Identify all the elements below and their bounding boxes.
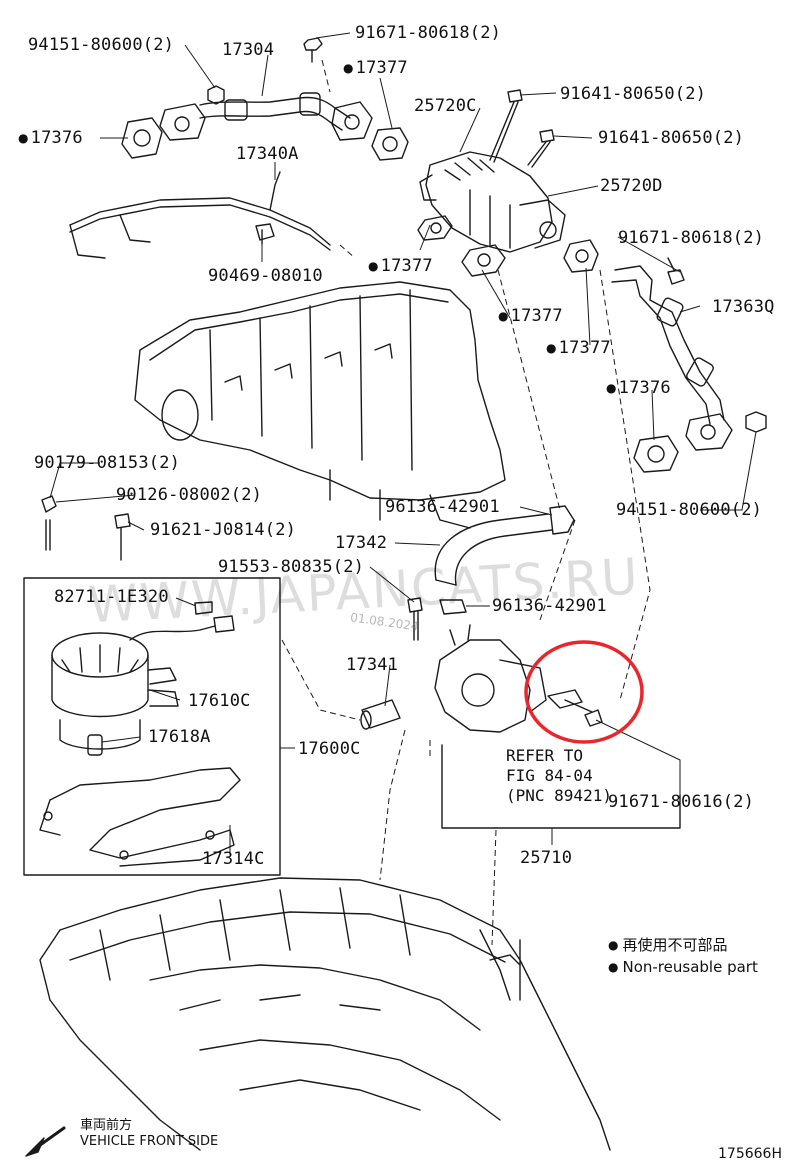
gasket-17377-mid-left [417, 215, 453, 241]
bolt-91671-upper [303, 37, 323, 63]
part-label-17341[interactable]: 17341 [346, 655, 399, 675]
refer-note-line-3: (PNC 89421) [506, 786, 612, 805]
air-pump-assembly-box-17600C [23, 577, 281, 876]
legend-text-ja: 再使用不可部品 [622, 936, 728, 954]
bolt-91621 [114, 513, 131, 561]
gasket-17377-upper [371, 127, 409, 161]
part-label-91671-80618-right[interactable]: 91671-80618(2) [618, 228, 765, 248]
intake-manifold [134, 281, 506, 529]
bolt-91641-upper [489, 89, 523, 163]
hose-17341 [360, 699, 401, 730]
stud-90126 [41, 495, 57, 551]
hose-17342 [434, 513, 553, 586]
part-label-17376-right[interactable]: 17376 [606, 378, 671, 399]
hose-bracket-17340A [69, 171, 331, 259]
bolt-91641-lower [527, 129, 555, 168]
air-switching-valve-25720 [419, 151, 566, 253]
part-label-17600C[interactable]: 17600C [298, 739, 361, 759]
part-label-17376-left[interactable]: 17376 [18, 128, 83, 149]
part-label-90469-08010[interactable]: 90469-08010 [208, 266, 323, 286]
front-arrow [25, 1126, 66, 1157]
refer-note-line-2[interactable]: FIG 84-04 [506, 766, 593, 785]
legend-non-reusable-ja: ●再使用不可部品 [608, 936, 728, 955]
part-label-91671-80618-top[interactable]: 91671-80618(2) [355, 23, 502, 43]
air-injection-pipe-17304 [159, 92, 373, 141]
front-side-label-en: VEHICLE FRONT SIDE [80, 1134, 219, 1149]
bolt-91553 [407, 597, 423, 641]
bolt-91671-right [667, 257, 685, 285]
engine-block [39, 877, 611, 1151]
refer-note-line-1[interactable]: REFER TO [506, 746, 584, 765]
legend-non-reusable-en: ●Non-reusable part [608, 958, 758, 977]
part-label-17377-mid-left[interactable]: 17377 [368, 256, 433, 277]
part-label-17377-mid[interactable]: 17377 [498, 306, 563, 327]
part-label-17610C[interactable]: 17610C [188, 691, 251, 711]
gasket-17376-right [633, 435, 679, 473]
part-label-94151-80600-top[interactable]: 94151-80600(2) [28, 35, 175, 55]
part-label-17304[interactable]: 17304 [222, 40, 275, 60]
part-label-17342[interactable]: 17342 [335, 533, 388, 553]
gasket-17377-right [563, 239, 599, 273]
non-reusable-dot-icon: ● [608, 938, 619, 952]
clip-90469 [255, 223, 275, 245]
gasket-17377-mid-right [461, 244, 506, 277]
part-label-90179-08153[interactable]: 90179-08153(2) [34, 453, 181, 473]
part-label-25720D[interactable]: 25720D [600, 176, 663, 196]
illustration-id: 175666H [718, 1146, 782, 1162]
air-injection-pipe-17363Q [611, 265, 733, 451]
part-label-17377-top[interactable]: 17377 [343, 58, 408, 79]
part-label-17618A[interactable]: 17618A [148, 727, 211, 747]
part-label-94151-80600-right[interactable]: 94151-80600(2) [616, 500, 763, 520]
hose-clamp-96136-lower [439, 599, 467, 615]
front-side-label-ja: 車両前方 [80, 1118, 133, 1133]
part-label-17340A[interactable]: 17340A [236, 144, 299, 164]
part-label-91553-80835[interactable]: 91553-80835(2) [218, 557, 365, 577]
part-label-17363Q[interactable]: 17363Q [712, 297, 775, 317]
part-label-90126-08002[interactable]: 90126-08002(2) [116, 485, 263, 505]
part-label-96136-42901-upper[interactable]: 96136-42901 [385, 497, 500, 517]
non-reusable-dot-icon: ● [608, 960, 619, 974]
part-label-91641-80650-upper[interactable]: 91641-80650(2) [560, 84, 707, 104]
part-label-25720C[interactable]: 25720C [414, 96, 477, 116]
part-label-17314C[interactable]: 17314C [202, 849, 265, 869]
highlight-circle [524, 640, 644, 744]
part-label-17377-right[interactable]: 17377 [546, 338, 611, 359]
part-label-82711-1E320[interactable]: 82711-1E320 [54, 587, 169, 607]
bracket-box-25710 [441, 744, 681, 829]
nut-94151-upper [207, 85, 225, 105]
gasket-17376-left [121, 117, 163, 159]
part-label-91621-J0814[interactable]: 91621-J0814(2) [150, 520, 297, 540]
hose-clamp-96136-upper [549, 505, 575, 535]
part-label-25710[interactable]: 25710 [520, 848, 573, 868]
nut-94151-right [745, 411, 767, 433]
air-switching-valve-25710 [434, 624, 603, 733]
part-label-91641-80650-lower[interactable]: 91641-80650(2) [598, 128, 745, 148]
part-label-91671-80616[interactable]: 91671-80616(2) [608, 792, 755, 812]
legend-text-en: Non-reusable part [622, 958, 758, 976]
part-label-96136-42901-lower[interactable]: 96136-42901 [492, 596, 607, 616]
